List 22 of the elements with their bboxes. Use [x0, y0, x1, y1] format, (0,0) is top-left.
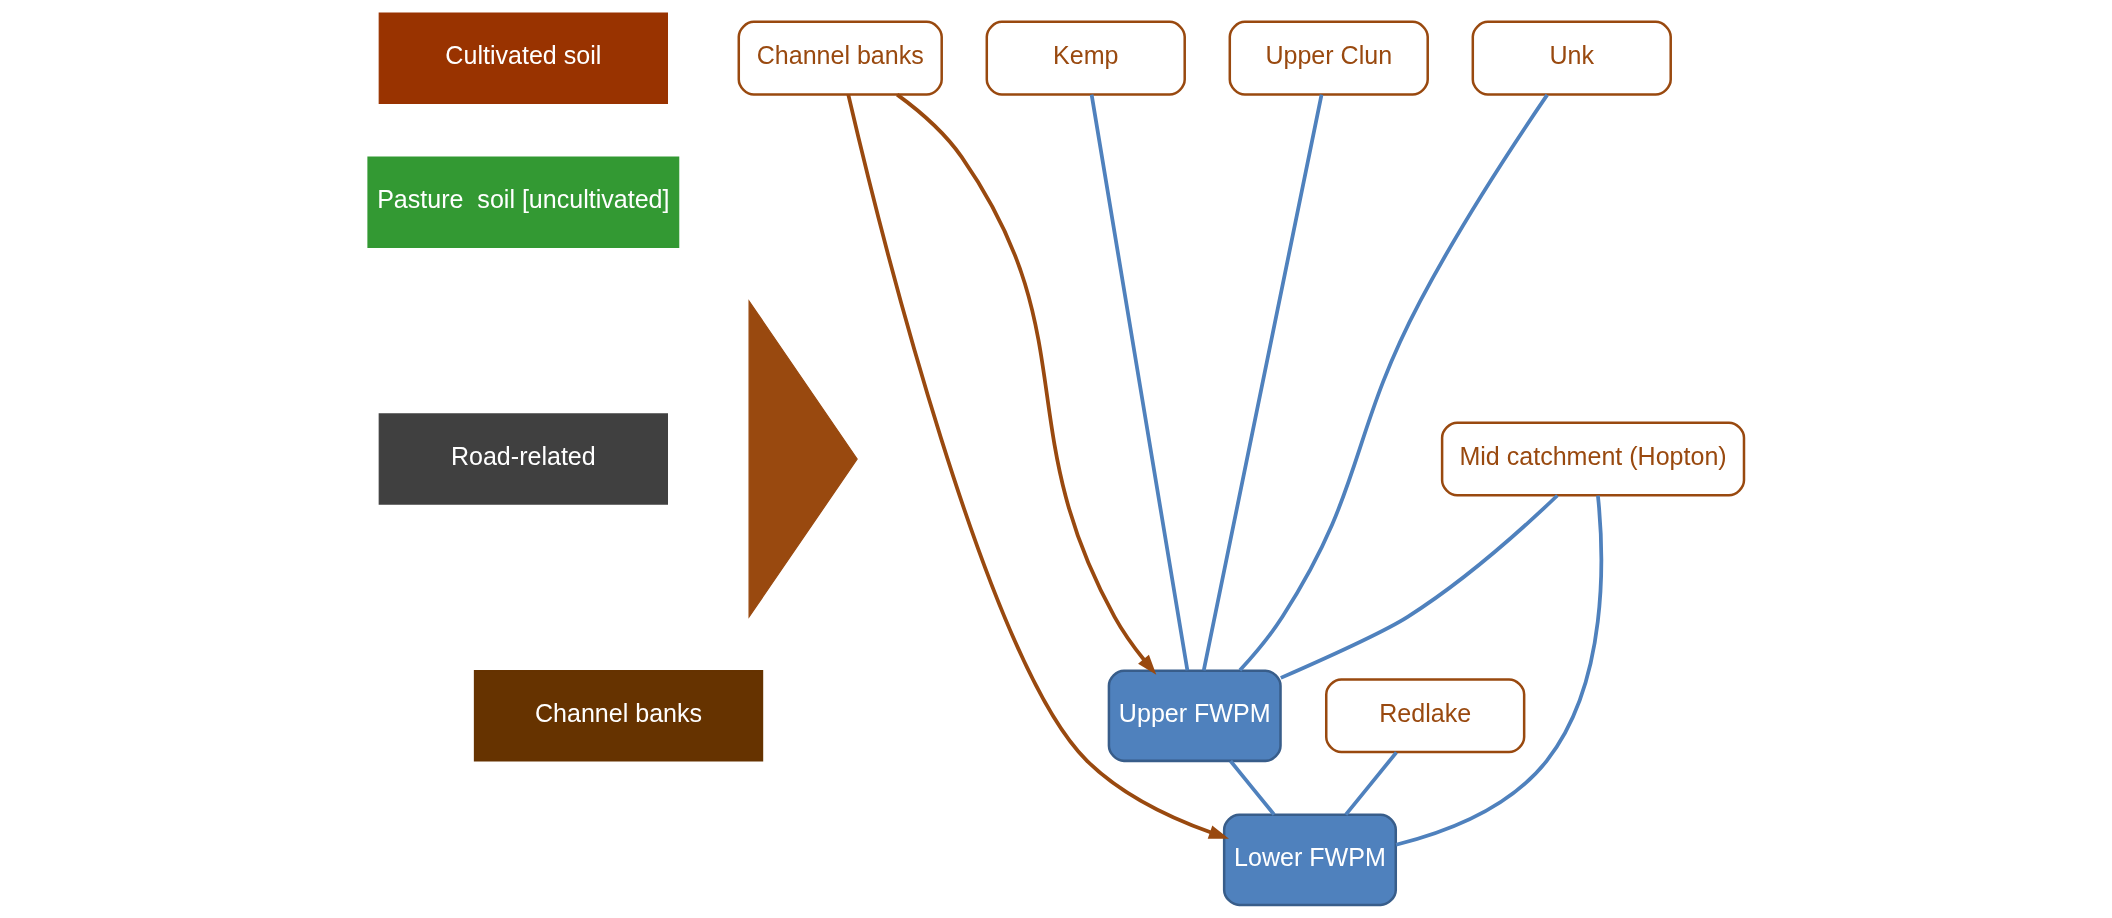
node-box: Cultivated soil: [378, 12, 668, 104]
node-box: Channel banks: [737, 20, 943, 96]
node-box: Upper FWPM: [1107, 669, 1282, 763]
node-box: Lower FWPM: [1222, 813, 1398, 907]
connector: [1344, 751, 1398, 816]
connector: [1089, 94, 1190, 671]
node-box: Mid catchment (Hopton): [1440, 421, 1746, 497]
node-box: Redlake: [1325, 678, 1526, 754]
connector: [1280, 494, 1559, 680]
connector: [1201, 94, 1324, 671]
connector: [1238, 93, 1549, 672]
node-box: Unk: [1471, 20, 1672, 96]
node-box: Channel banks: [473, 670, 764, 762]
arrow: [846, 94, 1229, 839]
node-box: Upper Clun: [1228, 20, 1429, 96]
connector: [1395, 495, 1604, 847]
node-box: Kemp: [985, 20, 1186, 96]
connector: [1229, 759, 1276, 816]
node-box: Pasture soil [uncultivated]: [367, 156, 680, 248]
node-triangle: [748, 299, 858, 619]
arrow: [896, 93, 1157, 675]
node-box: Road-related: [378, 413, 668, 505]
